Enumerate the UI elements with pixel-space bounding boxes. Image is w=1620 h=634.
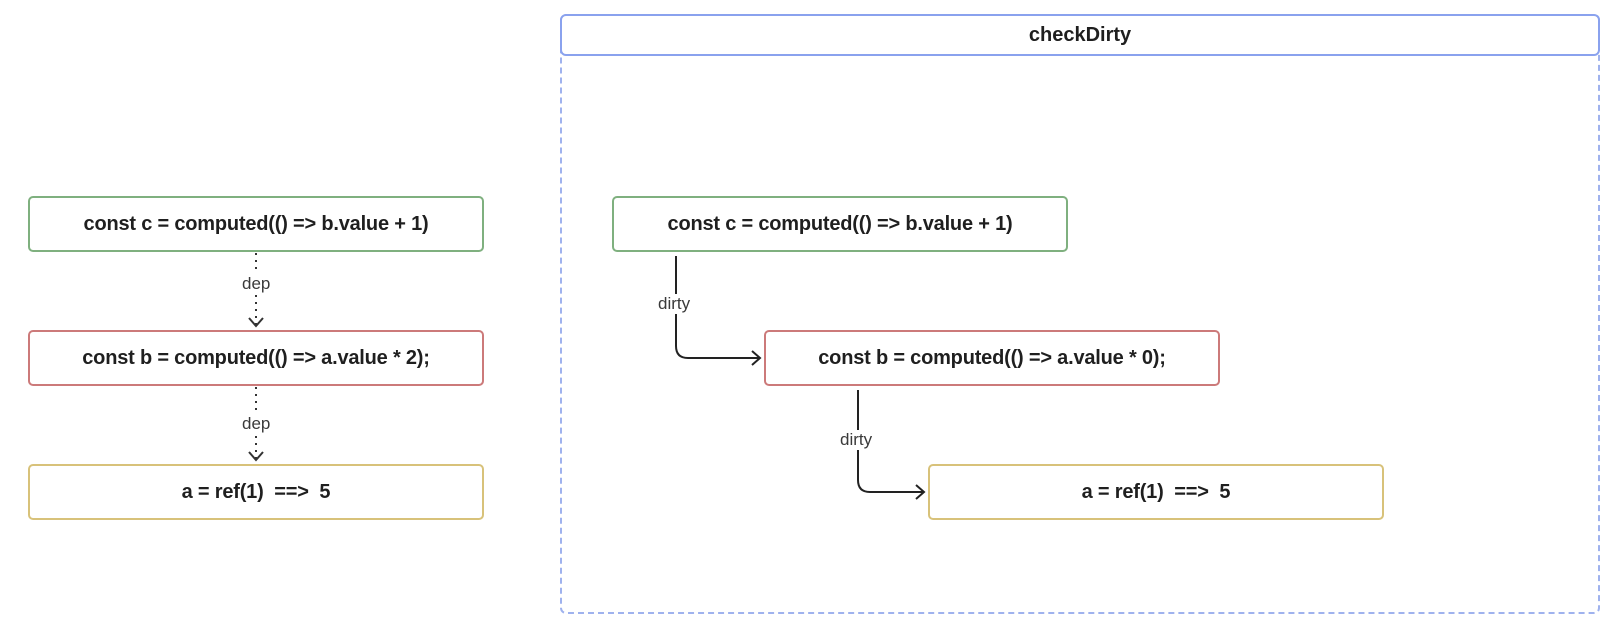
right-edge-c-b (675, 256, 760, 359)
left-node-c: const c = computed(() => b.value + 1) (28, 196, 484, 252)
right-edge-b-a-label: dirty (838, 430, 875, 450)
left-node-b: const b = computed(() => a.value * 2); (28, 330, 484, 386)
left-edge-b-a-arrow-icon (248, 451, 264, 462)
right-edge-c-b-arrow-icon (751, 350, 762, 366)
right-edge-b-a (857, 390, 924, 493)
left-edge-c-b-label: dep (240, 274, 273, 294)
check-dirty-title: checkDirty (560, 14, 1600, 56)
left-node-a: a = ref(1) ==> 5 (28, 464, 484, 520)
right-edge-c-b-label: dirty (656, 294, 693, 314)
left-edge-b-a-label: dep (240, 414, 273, 434)
right-node-b: const b = computed(() => a.value * 0); (764, 330, 1220, 386)
right-edge-b-a-arrow-icon (915, 484, 926, 500)
right-node-c: const c = computed(() => b.value + 1) (612, 196, 1068, 252)
right-node-a: a = ref(1) ==> 5 (928, 464, 1384, 520)
left-edge-c-b-arrow-icon (248, 317, 264, 328)
